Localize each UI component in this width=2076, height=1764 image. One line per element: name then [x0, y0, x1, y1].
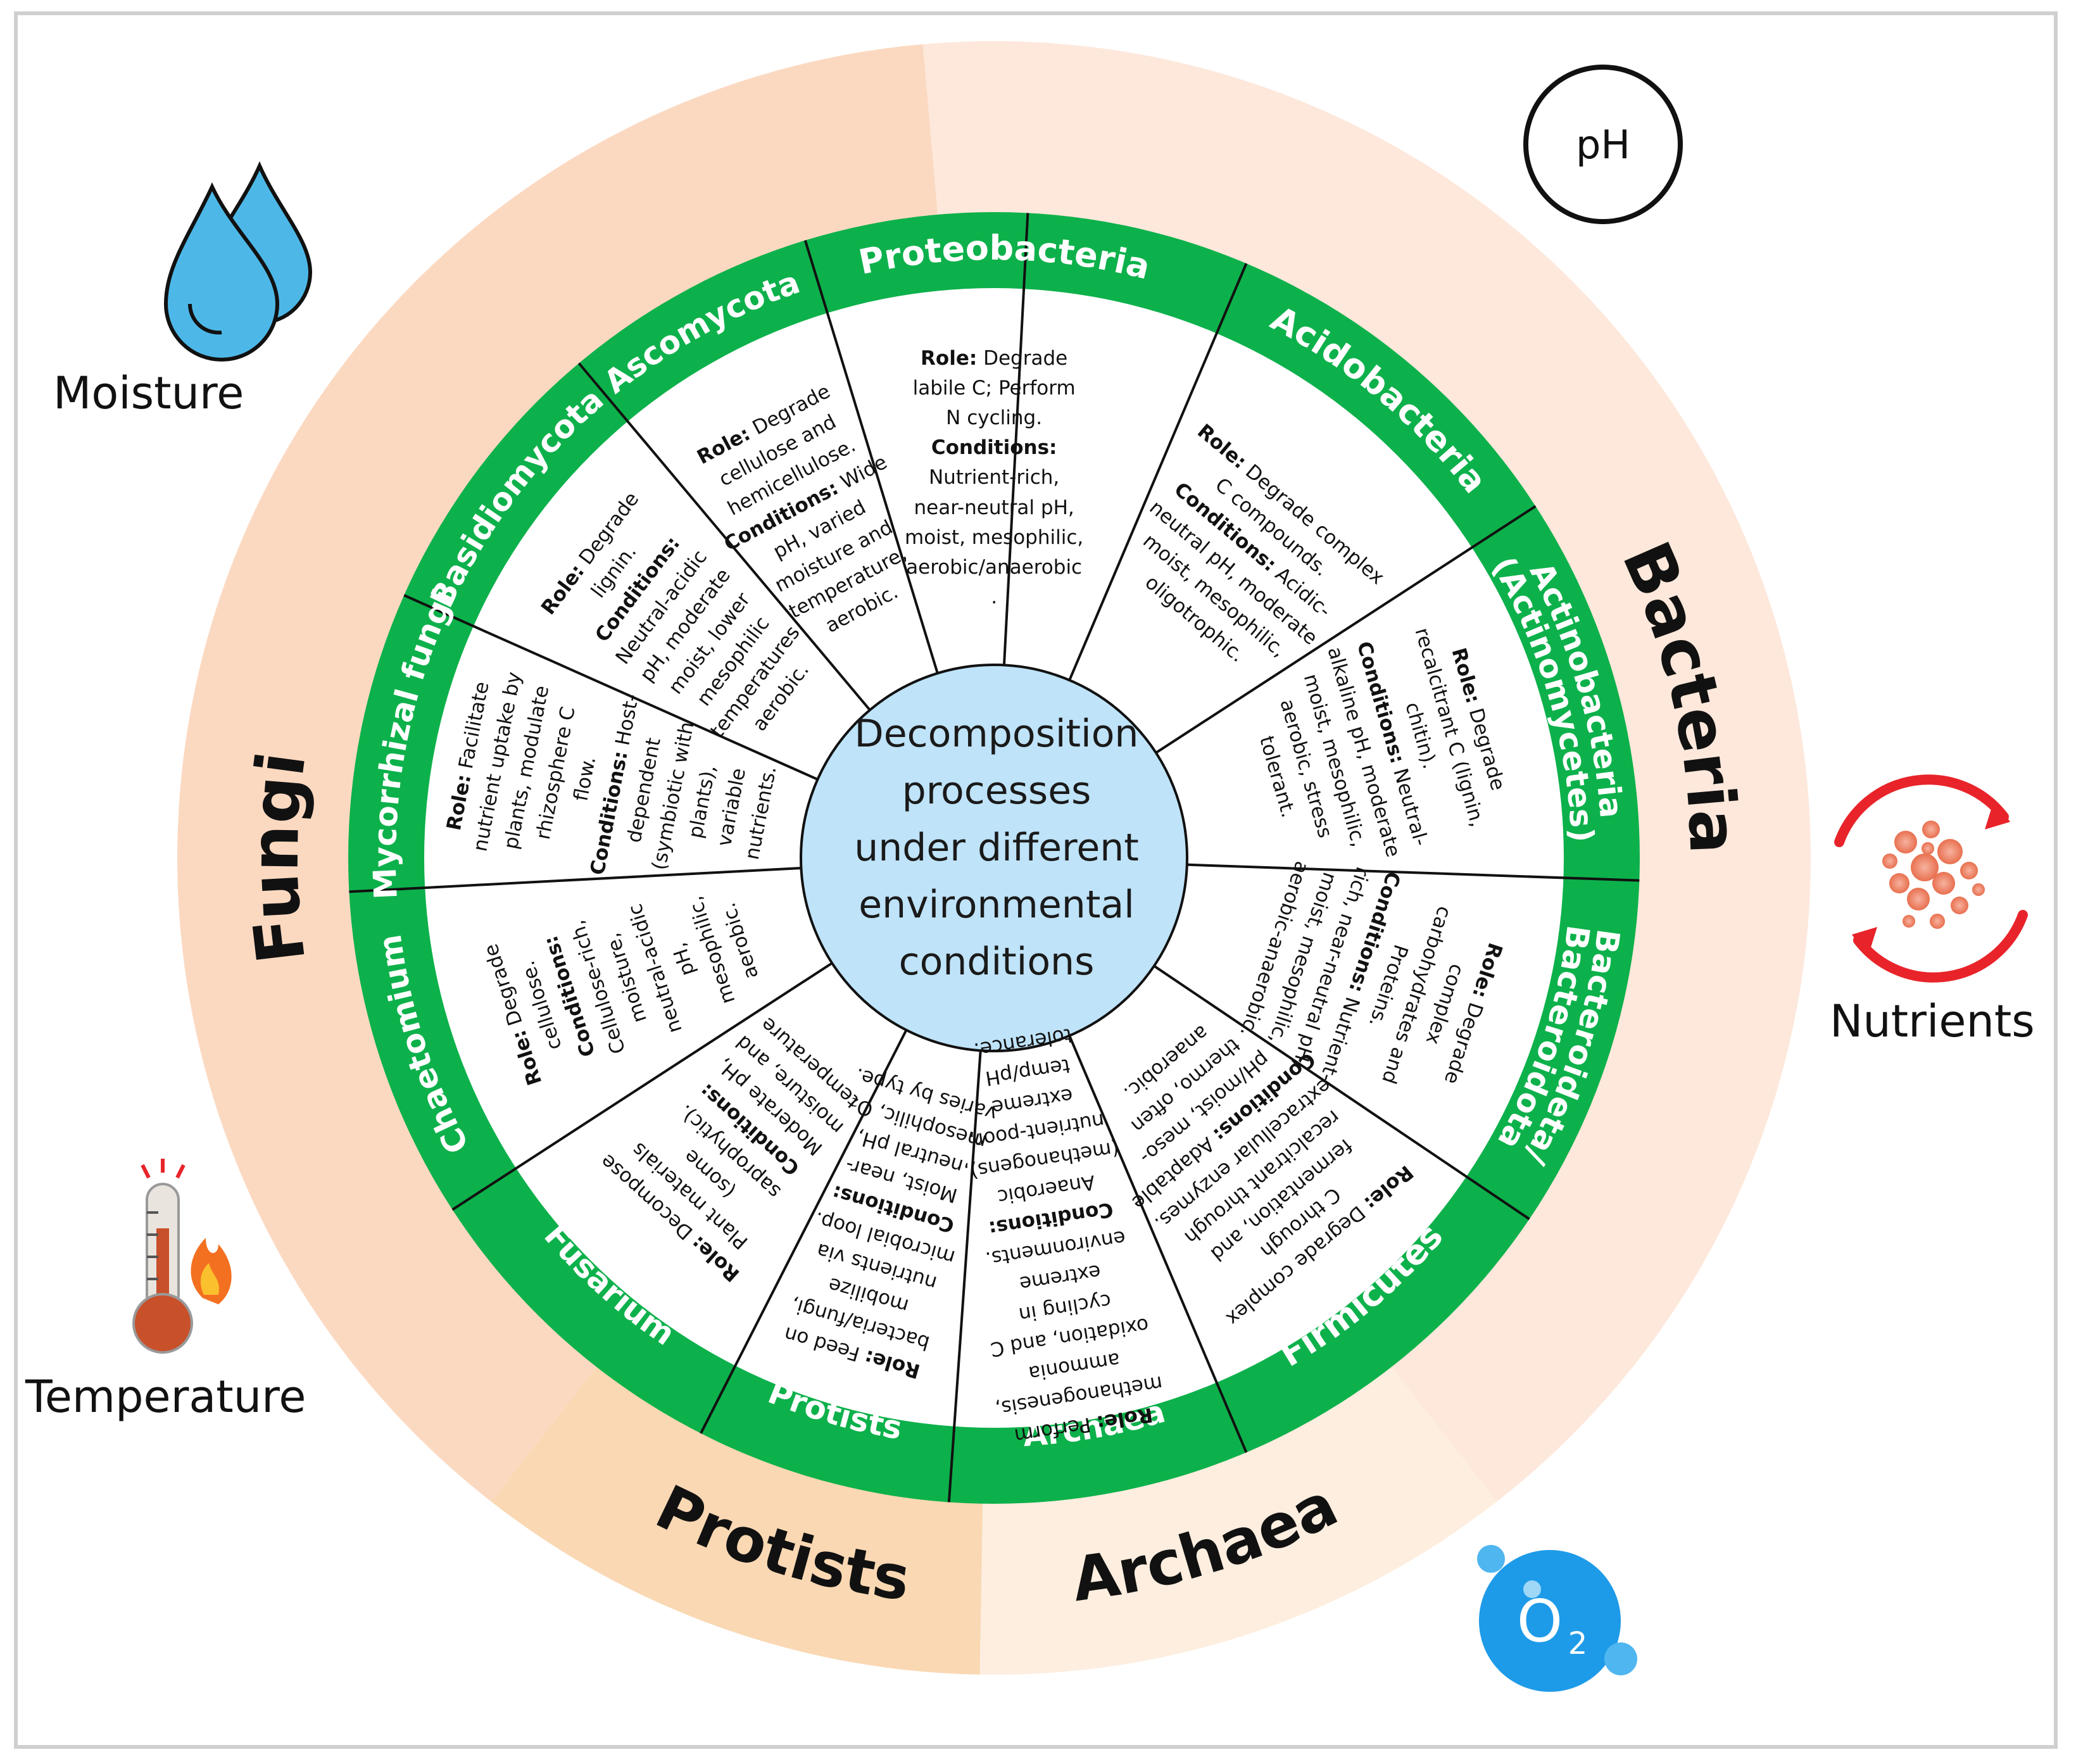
- nutrient-dot: [1882, 854, 1897, 869]
- center-line: under different: [854, 826, 1139, 870]
- sector-divider: [1068, 1035, 1248, 1453]
- flame-inner: [200, 1263, 220, 1295]
- heat-spark: [175, 1164, 186, 1179]
- nutrients-icon: [1834, 774, 2028, 983]
- role-proteobacteria: Role: Degrade labile C; Perform N cycling.…: [905, 344, 1083, 612]
- role-line: moist, mesophilic,: [905, 526, 1084, 549]
- arrowhead-bottom: [1852, 927, 1877, 957]
- center-line: Decomposition: [854, 712, 1139, 756]
- role-line: Nutrient-rich,: [928, 466, 1060, 489]
- role-line: Conditions:: [931, 436, 1057, 460]
- sector-divider: [451, 962, 833, 1211]
- water-drop-icon: [163, 161, 313, 362]
- arrow-bottom: [1853, 910, 2028, 983]
- drop-highlight: [187, 303, 222, 335]
- sector-divider: [577, 362, 871, 711]
- nutrient-dot: [1922, 821, 1940, 838]
- sector-divider: [1153, 964, 1530, 1221]
- sector-divider: [803, 239, 939, 674]
- group-fungi-text: Fungi: [236, 748, 321, 967]
- oxygen-subscript: 2: [1568, 1626, 1588, 1661]
- nutrient-dot: [1930, 914, 1945, 929]
- sector-divider: [947, 1050, 982, 1503]
- center-title: Decomposition processes under different …: [800, 705, 1193, 990]
- nutrient-dot: [1911, 854, 1939, 881]
- center-circle: [800, 664, 1188, 1052]
- role-line: N cycling.: [946, 406, 1043, 430]
- role-line: Role: Degrade: [921, 347, 1068, 370]
- center-line: processes: [902, 769, 1091, 813]
- nutrient-dot: [1972, 883, 1985, 896]
- center-line: conditions: [898, 940, 1095, 984]
- oxygen-symbol: O: [1517, 1587, 1563, 1655]
- fungi-group-band: [177, 44, 938, 1502]
- temperature-label: Temperature: [25, 1371, 306, 1423]
- sector-divider: [349, 866, 802, 893]
- oxygen-shine: [1523, 1580, 1541, 1598]
- oxygen-bubble: [1479, 1550, 1621, 1692]
- figure-frame: [14, 11, 2058, 1749]
- thermometer-icon: [132, 1159, 232, 1354]
- sector-divider: [1068, 263, 1248, 681]
- arrow-top: [1834, 774, 2009, 847]
- nutrient-dot: [1889, 873, 1909, 893]
- oxygen-small-bubble: [1604, 1642, 1637, 1675]
- nutrient-dot: [1951, 897, 1968, 914]
- heat-spark: [141, 1164, 151, 1179]
- center-line: environmental: [859, 883, 1135, 927]
- nutrients-label: Nutrients: [1830, 995, 2035, 1047]
- nutrient-dot: [1932, 872, 1955, 895]
- role-line: near-neutral pH,: [914, 496, 1074, 519]
- nutrient-dot: [1960, 862, 1978, 879]
- nutrient-dot: [1907, 888, 1930, 910]
- ph-label: pH: [1576, 122, 1630, 168]
- ph-icon: [1523, 65, 1683, 224]
- bacteria-group-band: [922, 41, 1811, 1502]
- protists-group-band: [491, 1366, 983, 1675]
- thermo-bulb: [132, 1293, 193, 1354]
- nutrient-dot: [1922, 842, 1934, 855]
- sector-divider: [403, 594, 819, 781]
- sector-divider: [1155, 505, 1537, 754]
- sector-divider: [1002, 213, 1029, 665]
- nutrient-dot: [1894, 831, 1917, 854]
- role-line: labile C; Perform: [912, 377, 1076, 400]
- role-line: .: [991, 585, 998, 608]
- sector-divider: [1186, 863, 1640, 882]
- sector-divider: [700, 1029, 908, 1434]
- moisture-label: Moisture: [53, 367, 244, 419]
- nutrient-dot: [1903, 915, 1915, 928]
- role-line: aerobic/anaerobic: [906, 555, 1083, 579]
- group-fungi: Fungi: [236, 748, 321, 967]
- oxygen-small-bubble: [1477, 1545, 1505, 1573]
- nutrient-dot: [1937, 839, 1963, 864]
- archaea-group-band: [979, 1366, 1497, 1675]
- arrowhead-top: [1985, 799, 2010, 829]
